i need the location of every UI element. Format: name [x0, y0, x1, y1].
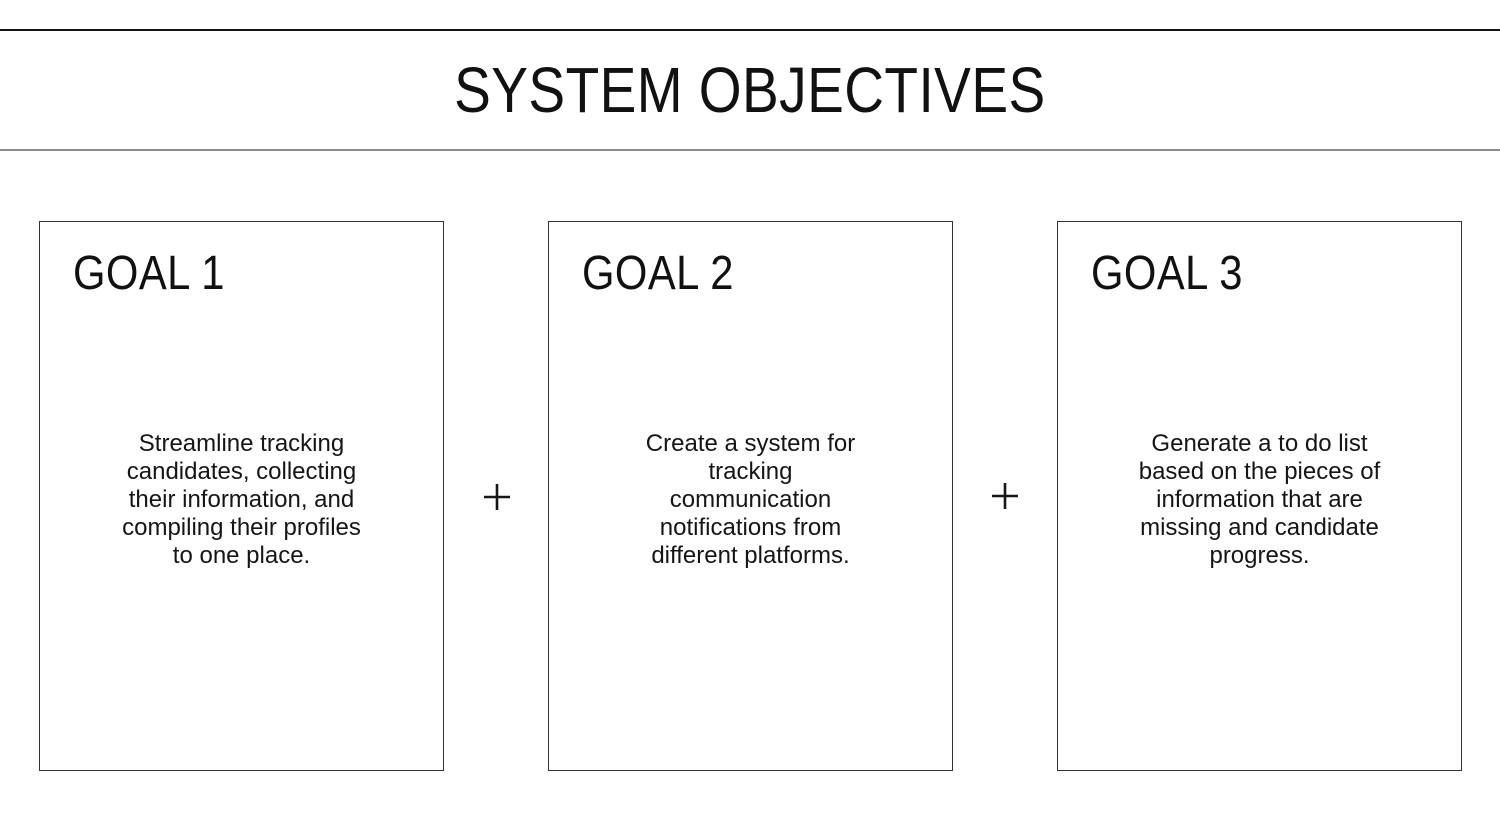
plus-icon — [991, 482, 1019, 510]
goal-3-box: GOAL 3 Generate a to do list based on th… — [1057, 221, 1462, 771]
top-divider — [0, 29, 1500, 31]
goal-1-heading-text: GOAL 1 — [73, 247, 225, 300]
goal-3-heading-text: GOAL 3 — [1091, 247, 1243, 300]
goal-2-box: GOAL 2 Create a system for tracking comm… — [548, 221, 953, 771]
goal-2-heading-text: GOAL 2 — [582, 247, 734, 300]
title-band: SYSTEM OBJECTIVES — [0, 31, 1500, 149]
plus-icon — [483, 483, 511, 511]
goal-1-description: Streamline tracking candidates, collecti… — [122, 429, 361, 569]
goal-3-description: Generate a to do list based on the piece… — [1138, 429, 1381, 569]
goal-3-heading: GOAL 3 — [1091, 247, 1266, 300]
goal-2-description: Create a system for tracking communicati… — [645, 429, 856, 569]
header-divider — [0, 149, 1500, 151]
goal-2-heading: GOAL 2 — [582, 247, 757, 300]
goal-1-heading: GOAL 1 — [73, 247, 248, 300]
goal-1-box: GOAL 1 Streamline tracking candidates, c… — [39, 221, 444, 771]
page-title: SYSTEM OBJECTIVES — [454, 54, 1046, 126]
